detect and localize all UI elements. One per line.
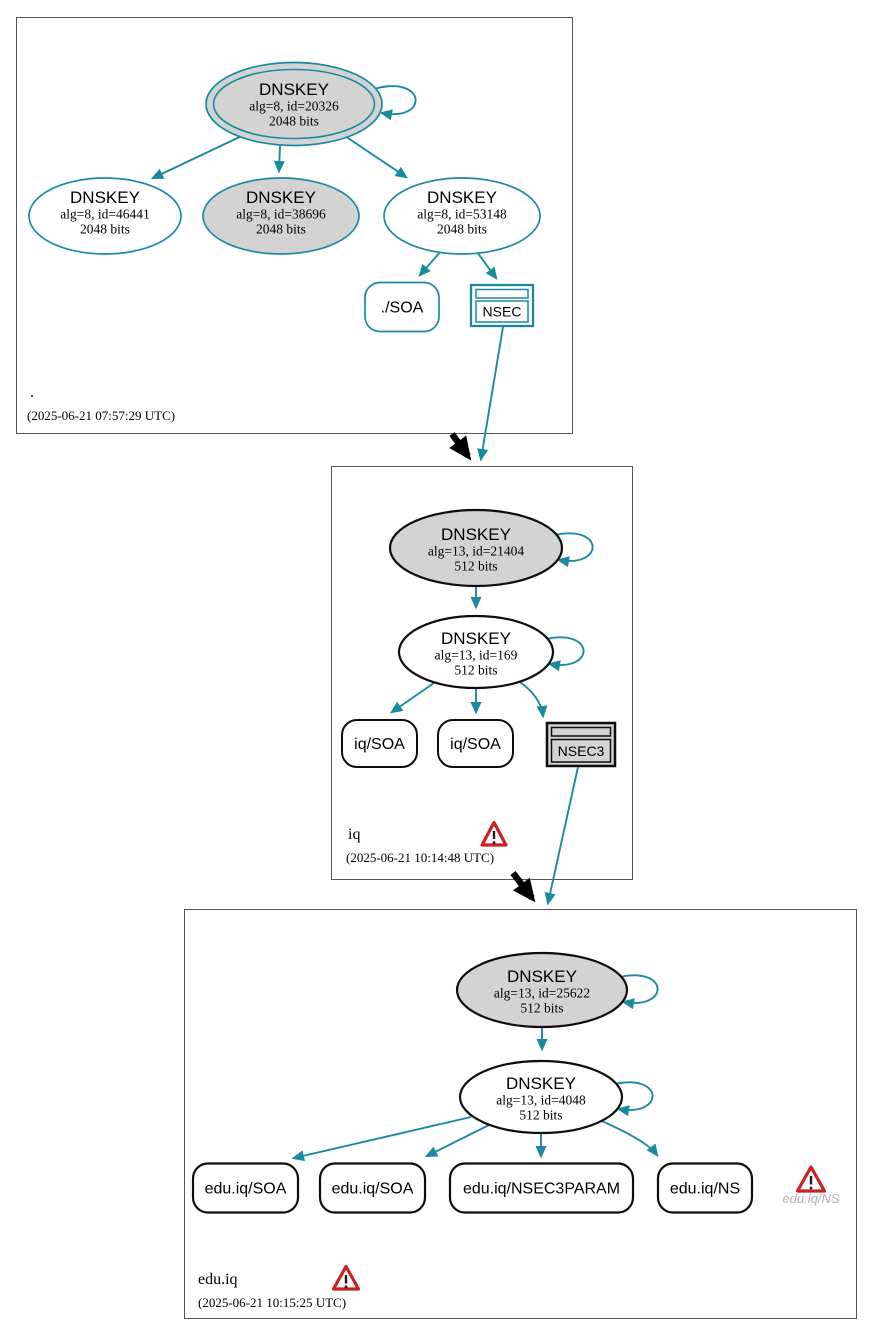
edge-dnskey25622-self-sign xyxy=(615,974,659,1010)
dnskey-46441-detail: alg=8, id=46441 xyxy=(60,207,149,222)
dnskey-46441-node[interactable]: DNSKEY alg=8, id=46441 2048 bits xyxy=(28,177,182,255)
dnskey-25622-node[interactable]: DNSKEY alg=13, id=25622 512 bits xyxy=(455,951,629,1029)
dnskey-53148-detail: alg=8, id=53148 xyxy=(417,207,507,222)
zone-root-label: . xyxy=(30,384,34,401)
dnskey-38696-title: DNSKEY xyxy=(246,188,316,207)
root-soa-label: ./SOA xyxy=(381,300,424,317)
root-nsec-label: NSEC xyxy=(483,304,522,320)
dnskey-169-bits: 512 bits xyxy=(454,663,497,678)
delegation-arrow-iq-to-eduiq xyxy=(510,871,536,903)
edge-ksk20326-to-key53148 xyxy=(341,133,409,179)
dnskey-38696-bits: 2048 bits xyxy=(256,222,306,237)
dnskey-38696-detail: alg=8, id=38696 xyxy=(236,207,326,222)
dnskey-25622-detail: alg=13, id=25622 xyxy=(494,986,590,1001)
dnskey-4048-bits: 512 bits xyxy=(519,1108,562,1123)
zone-root-border xyxy=(16,17,573,434)
eduiq-nsec3param-node[interactable]: edu.iq/NSEC3PARAM xyxy=(448,1162,635,1214)
edge-dnskey21404-self-sign xyxy=(550,532,594,568)
iq-soa-node-1[interactable]: iq/SOA xyxy=(341,719,418,768)
dnskey-25622-bits: 512 bits xyxy=(520,1001,563,1016)
dnskey-25622-title: DNSKEY xyxy=(507,967,577,986)
edge-iq-nsec3-to-eduiq-dnskey xyxy=(544,766,579,906)
dnskey-53148-bits: 2048 bits xyxy=(437,222,487,237)
dnskey-21404-title: DNSKEY xyxy=(441,525,511,544)
dnskey-169-detail: alg=13, id=169 xyxy=(435,648,518,663)
zone-eduiq-timestamp: (2025-06-21 10:15:25 UTC) xyxy=(198,1295,346,1310)
zone-eduiq-border xyxy=(184,909,857,1319)
dnskey-4048-node[interactable]: DNSKEY alg=13, id=4048 512 bits xyxy=(458,1059,624,1135)
zone-eduiq-warning-icon xyxy=(331,1264,361,1291)
iq-nsec3-label: NSEC3 xyxy=(558,743,605,759)
dnskey-4048-title: DNSKEY xyxy=(506,1074,576,1093)
edge-dnskey169-to-iq-soa-1 xyxy=(389,682,435,714)
edge-dnskey169-self-sign xyxy=(541,636,585,672)
iq-soa-1-label: iq/SOA xyxy=(354,736,405,753)
dnskey-46441-bits: 2048 bits xyxy=(80,222,130,237)
dnskey-20326-title: DNSKEY xyxy=(259,80,329,99)
dnskey-20326-detail: alg=8, id=20326 xyxy=(249,99,339,114)
edge-dnskey4048-self-sign xyxy=(610,1081,654,1117)
eduiq-soa-node-1[interactable]: edu.iq/SOA xyxy=(191,1162,300,1214)
eduiq-ns-warning-label: edu.iq/NS xyxy=(782,1191,839,1206)
zone-iq-warning-icon xyxy=(480,820,508,847)
dnskey-53148-title: DNSKEY xyxy=(427,188,497,207)
dnskey-21404-detail: alg=13, id=21404 xyxy=(428,544,524,559)
edge-key53148-to-root-nsec xyxy=(476,251,498,281)
zone-eduiq-label: edu.iq xyxy=(198,1271,238,1288)
iq-soa-node-2[interactable]: iq/SOA xyxy=(437,719,514,768)
iq-nsec3-node[interactable]: NSEC3 xyxy=(545,721,617,768)
dnskey-21404-node[interactable]: DNSKEY alg=13, id=21404 512 bits xyxy=(388,508,564,588)
edge-dnskey4048-to-eduiq-ns xyxy=(596,1118,659,1158)
dnskey-20326-bits: 2048 bits xyxy=(269,114,319,129)
delegation-arrow-root-to-iq xyxy=(449,432,472,461)
eduiq-soa-1-label: edu.iq/SOA xyxy=(205,1181,287,1198)
eduiq-ns-warning-icon xyxy=(795,1165,827,1193)
edge-root-nsec-to-iq-dnskey xyxy=(477,326,504,462)
eduiq-nsec3param-label: edu.iq/NSEC3PARAM xyxy=(463,1181,620,1198)
zone-iq-timestamp: (2025-06-21 10:14:48 UTC) xyxy=(346,850,494,865)
dnskey-4048-detail: alg=13, id=4048 xyxy=(496,1093,586,1108)
edge-ksk20326-to-key46441 xyxy=(150,133,247,180)
zone-iq-label: iq xyxy=(348,826,360,843)
zone-iq-border xyxy=(331,466,633,880)
dnskey-20326-node[interactable]: DNSKEY alg=8, id=20326 2048 bits xyxy=(205,61,383,147)
eduiq-soa-2-label: edu.iq/SOA xyxy=(332,1181,414,1198)
zone-root-timestamp: (2025-06-21 07:57:29 UTC) xyxy=(27,408,175,423)
root-nsec-node[interactable]: NSEC xyxy=(469,283,535,328)
edge-dnskey4048-to-eduiq-soa-2 xyxy=(424,1124,490,1158)
dnskey-46441-title: DNSKEY xyxy=(70,188,140,207)
dnskey-38696-node[interactable]: DNSKEY alg=8, id=38696 2048 bits xyxy=(202,177,360,255)
edge-ksk20326-self-sign xyxy=(373,85,417,121)
zone-root-group: DNSKEY alg=8, id=20326 2048 bits DNSKEY … xyxy=(16,17,573,434)
iq-soa-2-label: iq/SOA xyxy=(450,736,501,753)
eduiq-soa-node-2[interactable]: edu.iq/SOA xyxy=(318,1162,427,1214)
edge-ksk20326-to-key38696 xyxy=(273,145,285,174)
dnskey-53148-node[interactable]: DNSKEY alg=8, id=53148 2048 bits xyxy=(383,177,541,255)
edge-key53148-to-root-soa xyxy=(418,249,443,277)
eduiq-ns-node[interactable]: edu.iq/NS xyxy=(656,1162,754,1214)
edge-dnskey4048-to-eduiq-soa-1 xyxy=(291,1116,472,1162)
dnskey-169-node[interactable]: DNSKEY alg=13, id=169 512 bits xyxy=(397,614,555,690)
edge-dnskey169-to-iq-nsec3 xyxy=(516,679,548,719)
zone-eduiq-group: DNSKEY alg=13, id=25622 512 bits DNSKEY … xyxy=(184,909,857,1319)
dnskey-169-title: DNSKEY xyxy=(441,629,511,648)
zone-iq-group: DNSKEY alg=13, id=21404 512 bits DNSKEY … xyxy=(331,466,633,880)
root-soa-node[interactable]: ./SOA xyxy=(364,281,440,333)
dnskey-21404-bits: 512 bits xyxy=(454,559,497,574)
eduiq-ns-label: edu.iq/NS xyxy=(670,1181,740,1198)
